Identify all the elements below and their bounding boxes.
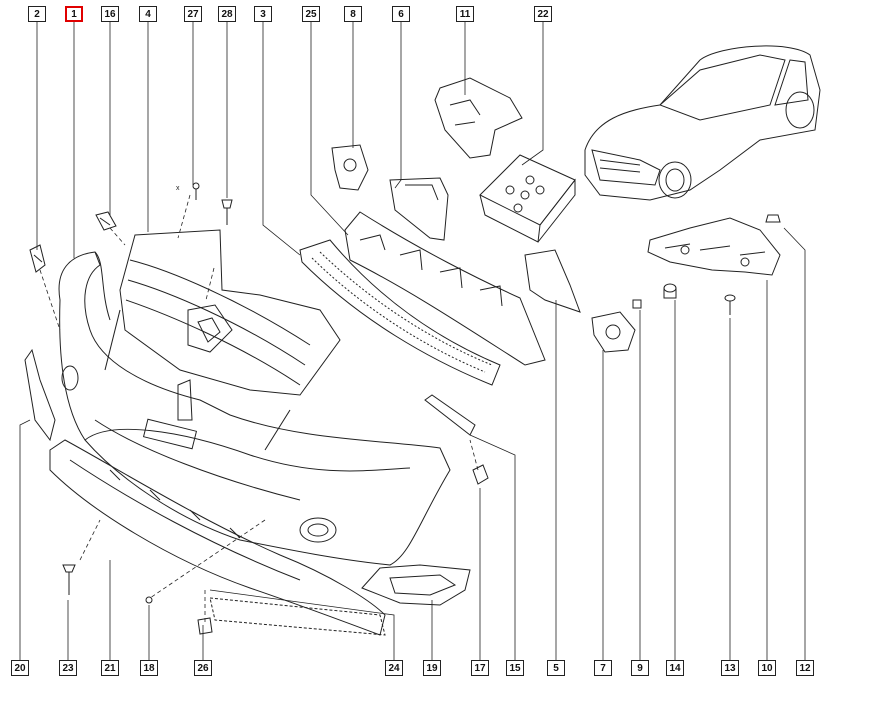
part-clip-9	[633, 300, 641, 308]
callout-part-13: 13	[721, 660, 739, 676]
car-illustration	[585, 46, 820, 200]
part-nut-12	[766, 215, 780, 222]
part-strip-24	[210, 598, 385, 635]
callout-part-21: 21	[101, 660, 119, 676]
callout-part-2: 2	[28, 6, 46, 22]
callout-part-19: 19	[423, 660, 441, 676]
part-pin-23	[63, 565, 75, 595]
assembly-lines	[40, 195, 478, 625]
callout-part-5: 5	[547, 660, 565, 676]
part-plug-14	[664, 284, 676, 298]
callout-part-14: 14	[666, 660, 684, 676]
callout-part-12: 12	[796, 660, 814, 676]
part-bracket-11	[435, 78, 522, 158]
callout-part-9: 9	[631, 660, 649, 676]
part-spoiler-21	[50, 440, 385, 635]
part-screw-27	[193, 183, 199, 200]
part-grille-4	[105, 230, 340, 450]
callout-part-15: 15	[506, 660, 524, 676]
part-bracket-8	[332, 145, 368, 190]
part-duct-6	[390, 178, 448, 240]
callout-part-3: 3	[254, 6, 272, 22]
part-bracket-5	[525, 250, 580, 312]
callout-part-4: 4	[139, 6, 157, 22]
callout-part-22: 22	[534, 6, 552, 22]
callout-part-18: 18	[140, 660, 158, 676]
part-clip-2	[30, 245, 45, 272]
part-bezel-19	[362, 565, 470, 605]
callout-part-6: 6	[392, 6, 410, 22]
part-bracket-10	[648, 218, 780, 275]
part-strip-20	[25, 350, 55, 440]
part-mesh-grille-3	[300, 240, 500, 385]
callout-part-10: 10	[758, 660, 776, 676]
part-bracket-7	[592, 312, 635, 352]
callout-part-11: 11	[456, 6, 474, 22]
callout-part-27: 27	[184, 6, 202, 22]
callout-part-7: 7	[594, 660, 612, 676]
callout-part-20: 20	[11, 660, 29, 676]
part-clip-26	[198, 618, 212, 634]
callout-part-16: 16	[101, 6, 119, 22]
part-fastener-box-22	[480, 155, 575, 242]
part-screw-18	[146, 597, 152, 603]
part-strip-15	[425, 395, 475, 435]
callout-part-26: 26	[194, 660, 212, 676]
part-reinforcement-25	[345, 212, 545, 365]
part-clip-16	[96, 212, 116, 230]
part-pin-28	[222, 200, 232, 225]
part-bumper-1	[59, 252, 450, 565]
callout-part-25: 25	[302, 6, 320, 22]
leader-lines	[20, 22, 805, 660]
callout-part-1: 1	[65, 6, 83, 22]
callout-part-23: 23	[59, 660, 77, 676]
callout-part-8: 8	[344, 6, 362, 22]
x-glyph: x	[176, 185, 180, 192]
part-clip-17	[473, 465, 488, 484]
part-screw-13	[725, 295, 735, 315]
callout-part-17: 17	[471, 660, 489, 676]
callout-part-28: 28	[218, 6, 236, 22]
callout-part-24: 24	[385, 660, 403, 676]
